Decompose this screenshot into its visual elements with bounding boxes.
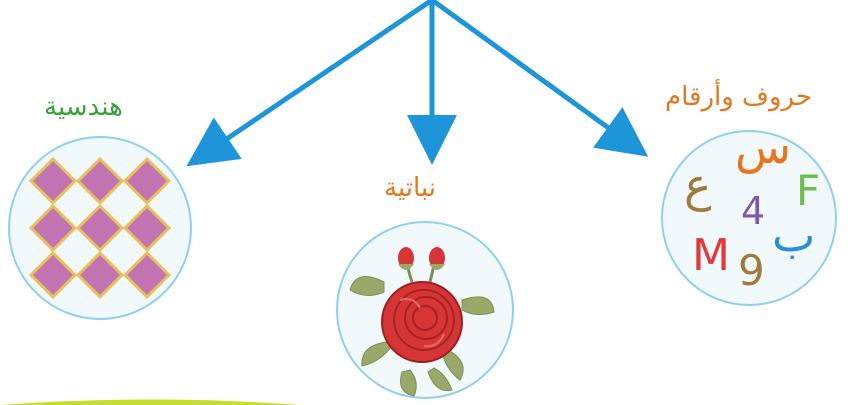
letters-label: حروف وأرقام xyxy=(665,82,812,112)
geometric-label: هندسية xyxy=(44,92,123,122)
symbol-m: M xyxy=(692,234,730,278)
arrows xyxy=(203,0,632,155)
symbol-baa: ب xyxy=(772,212,815,258)
arrow-to-letters xyxy=(432,0,632,145)
symbol-seen: س xyxy=(735,124,791,170)
symbol-ain: ع xyxy=(684,162,711,208)
purple-diamond-pattern xyxy=(31,159,169,297)
plant-node xyxy=(337,222,513,398)
symbol-four: 4 xyxy=(741,192,765,230)
arrow-to-geometric xyxy=(203,0,432,155)
bottom-bar xyxy=(0,400,300,405)
symbol-nine: 9 xyxy=(738,250,765,292)
plant-label: نباتية xyxy=(384,173,436,203)
symbol-f: F xyxy=(796,170,820,212)
geometric-node xyxy=(9,137,191,319)
